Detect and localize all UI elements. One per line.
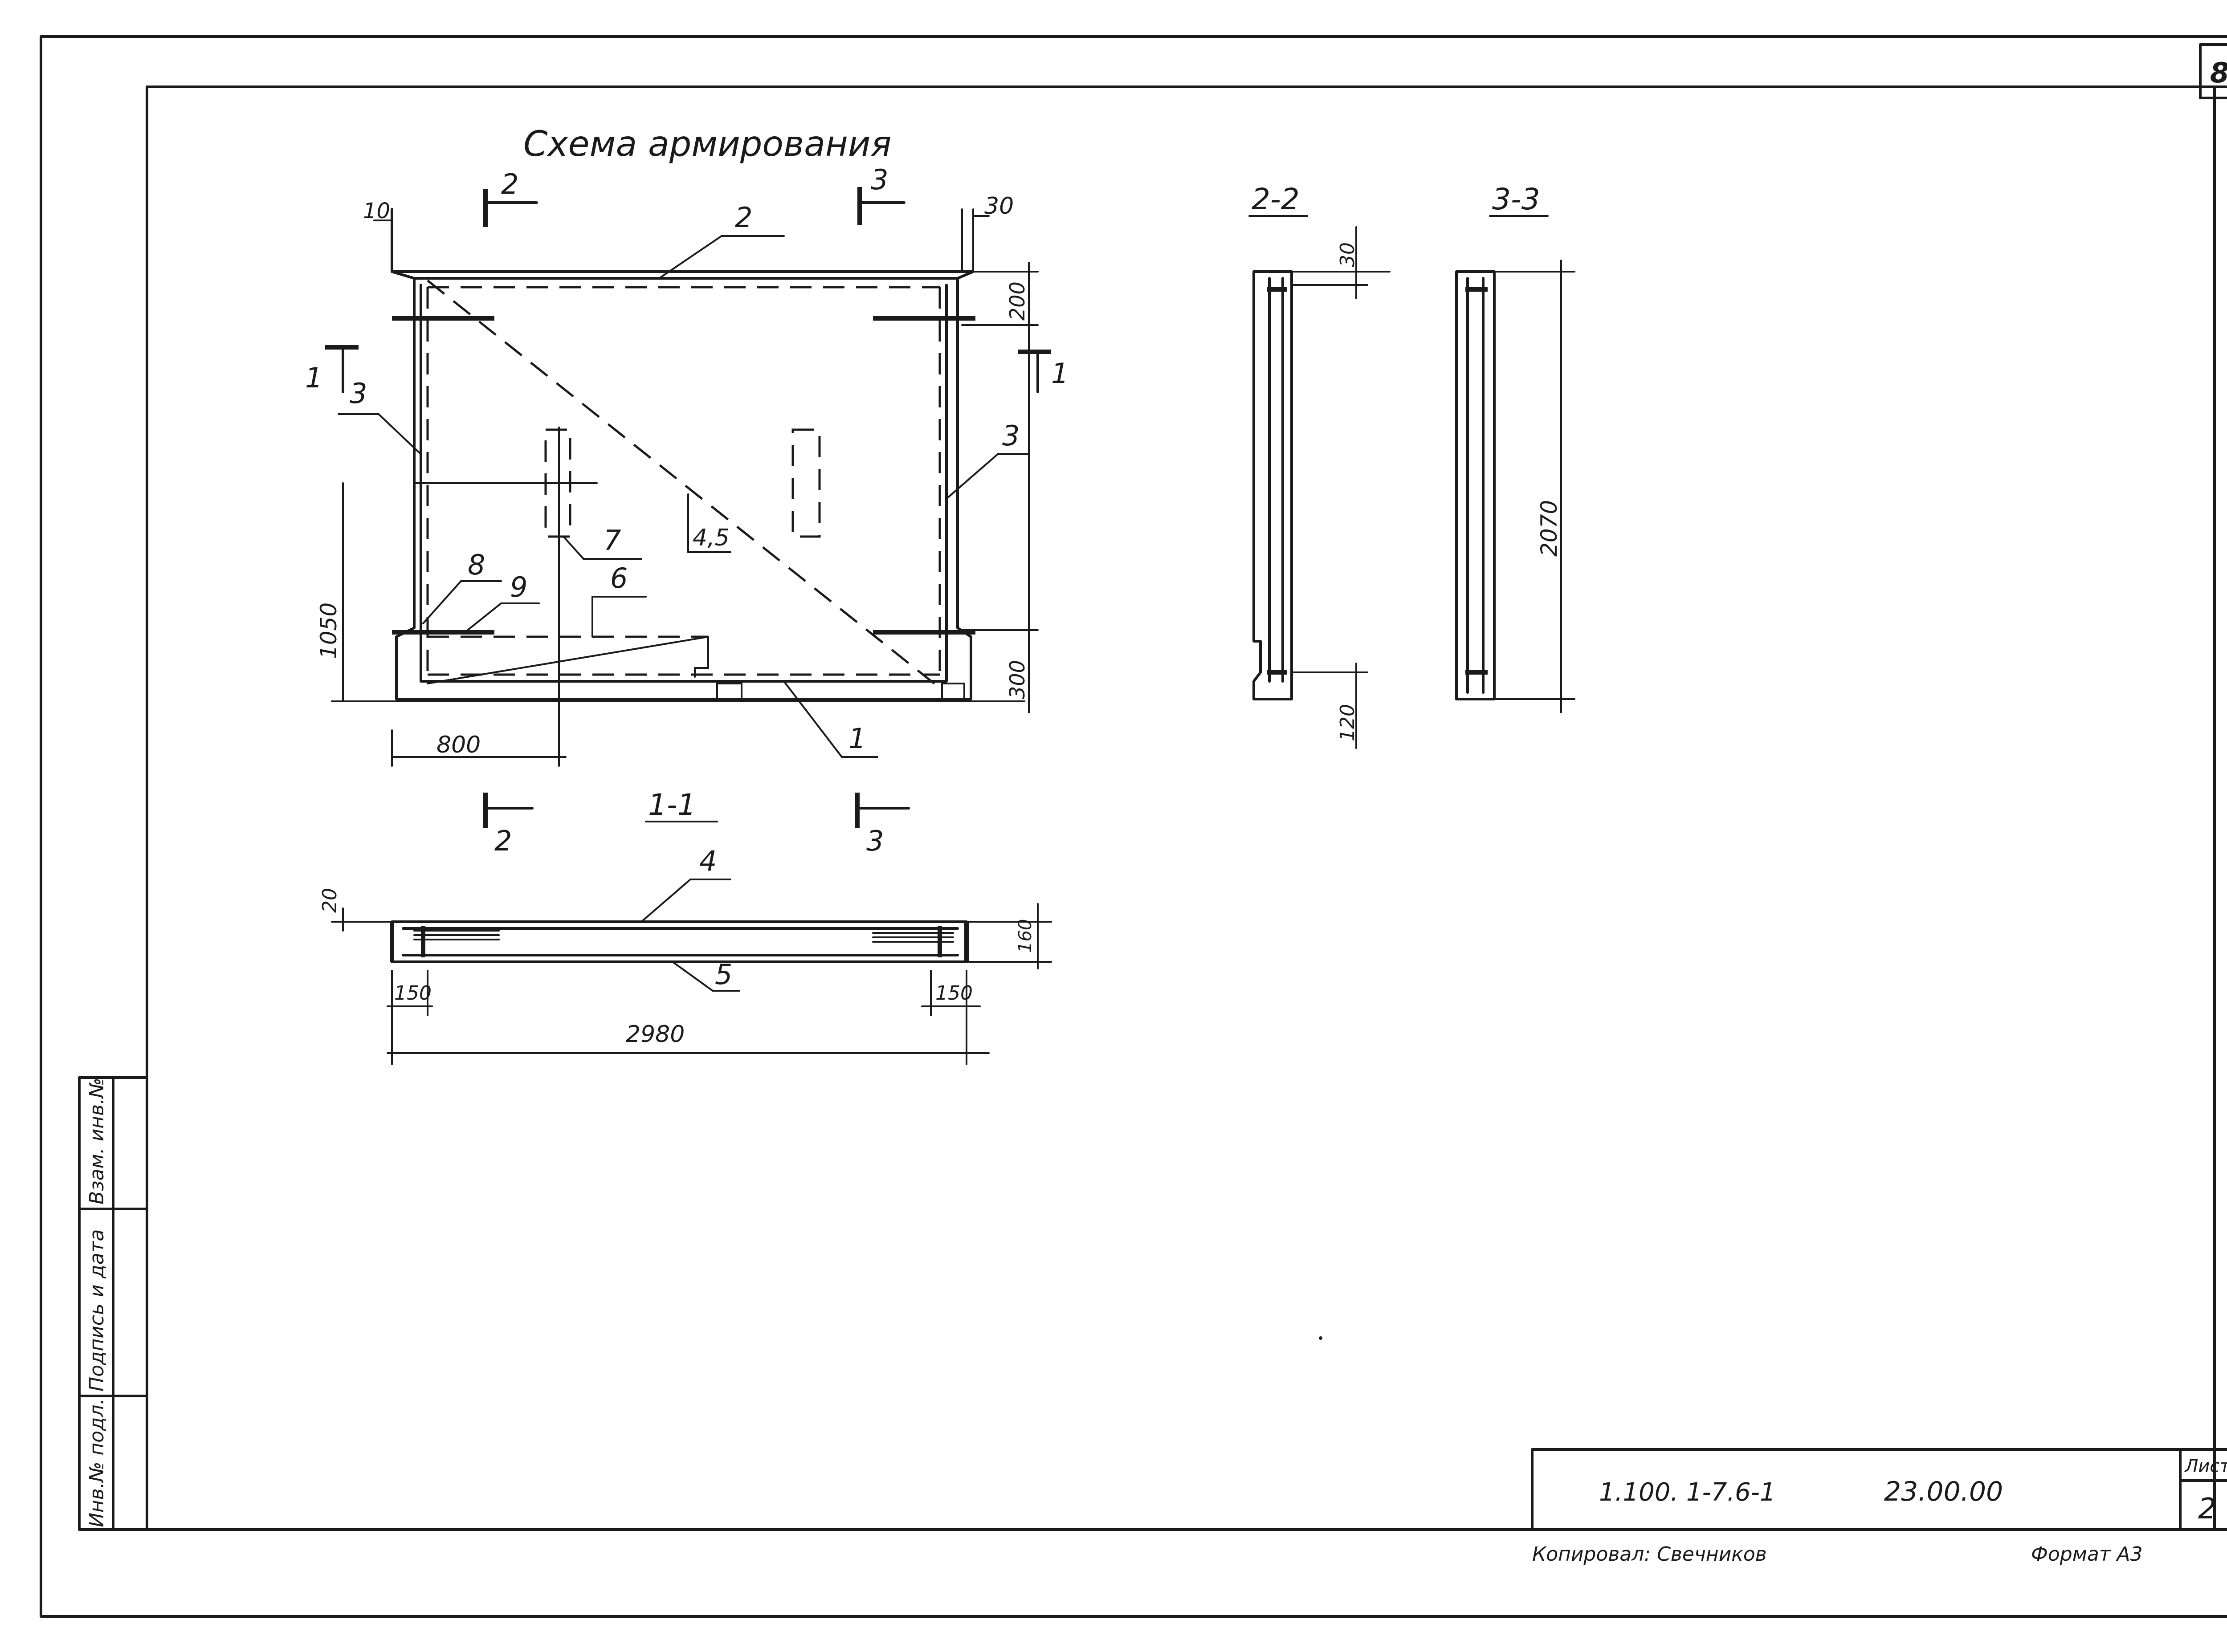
dim-300: 300 [1005, 660, 1029, 699]
format-label: Формат А3 [2031, 1543, 2143, 1566]
bar-6-slope [427, 636, 709, 684]
cut-3-top: 3 [871, 163, 888, 196]
stamp-podpis-data: Подпись и дата [86, 1229, 108, 1392]
cut-2-bottom: 2 [494, 825, 512, 857]
bar-4-5-diagonal [427, 280, 941, 689]
section-1-1-title: 1-1 [648, 788, 696, 822]
cut-1-right: 1 [1051, 357, 1069, 390]
dim-800: 800 [436, 732, 481, 758]
drawing-title: Схема армирования [523, 124, 892, 164]
pos-3-right: 3 [1002, 419, 1020, 452]
dim-30-2-2: 30 [1336, 242, 1359, 267]
section-1-1: 1-1 20 160 150 150 2980 4 [318, 788, 1052, 1065]
section-3-3-body [1455, 270, 1496, 700]
copied-by: Копировал: Свечников [1532, 1543, 1767, 1566]
stray-dot [1319, 1336, 1322, 1340]
sheet-label: Лист [2184, 1456, 2227, 1477]
pos-8: 8 [468, 549, 485, 581]
plan-view: 10 30 200 300 1050 800 2 3 1 1 2 3 2 3 3 [305, 163, 1069, 857]
dim-20: 20 [318, 888, 341, 913]
dim-150-left: 150 [394, 982, 432, 1005]
corner-number-box [2199, 43, 2227, 99]
dim-30: 30 [984, 193, 1014, 220]
dim-1050: 1050 [316, 602, 342, 659]
outer-frame [40, 35, 2227, 1618]
stamp-inv-podl: Инв.№ подл. [86, 1398, 108, 1527]
cut-3-bottom: 3 [866, 825, 884, 857]
dim-120: 120 [1336, 704, 1359, 741]
title-block: 1.100. 1-7.6-1 23.00.00 Лист 2 [1531, 1448, 2227, 1531]
dim-150-right: 150 [935, 982, 973, 1005]
section-2-2-title: 2-2 [1252, 182, 1300, 216]
doc-number: 23.00.00 [1884, 1476, 2003, 1507]
inner-frame [146, 85, 2227, 1531]
pos-2: 2 [735, 201, 752, 234]
side-stamp: Инв.№ подл. Подпись и дата Взам. инв.№ [78, 1076, 148, 1531]
plan-outline [391, 208, 975, 700]
section-2-2: 2-2 30 120 [1248, 182, 1391, 749]
pos-1: 1 [848, 722, 866, 755]
section-3-3-title: 3-3 [1492, 182, 1540, 216]
pos-4-5: 4,5 [693, 525, 730, 551]
pos-3-left: 3 [350, 377, 367, 410]
pos-5: 5 [715, 958, 732, 991]
pos-9: 9 [510, 571, 527, 603]
dim-160: 160 [1015, 919, 1036, 953]
pos-4: 4 [699, 845, 717, 877]
dim-10: 10 [363, 199, 390, 224]
cut-2-top: 2 [501, 168, 518, 200]
pos-6: 6 [610, 562, 628, 594]
dim-2070: 2070 [1536, 500, 1562, 557]
section-2-2-body [1252, 270, 1293, 700]
corner-number: 86 [2210, 57, 2227, 89]
section-3-3: 3-3 2070 [1455, 182, 1575, 713]
sheet-number: 2 [2198, 1493, 2216, 1526]
opening-right [791, 428, 821, 538]
dim-200: 200 [1005, 281, 1029, 321]
cut-1-left: 1 [305, 362, 322, 394]
doc-code: 1.100. 1-7.6-1 [1599, 1478, 1776, 1507]
dim-2980: 2980 [626, 1021, 685, 1048]
stamp-vzam-inv: Взам. инв.№ [86, 1078, 108, 1204]
pos-7: 7 [604, 524, 621, 557]
bottom-niche [716, 683, 742, 700]
